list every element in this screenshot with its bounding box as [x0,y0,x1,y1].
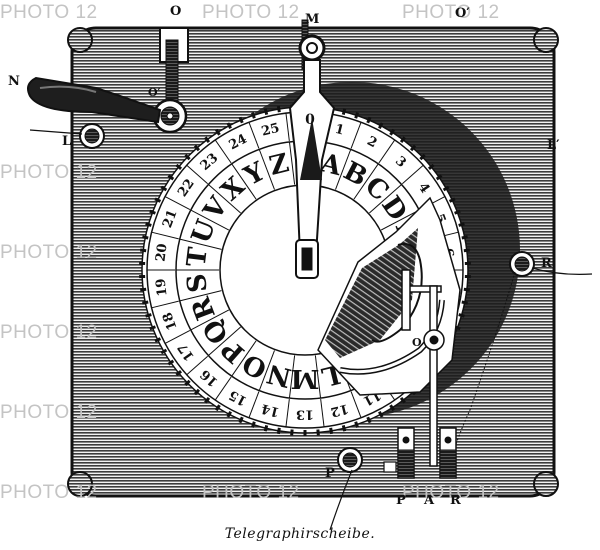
dial-number: 14 [260,400,281,419]
dial-letter: S [182,272,214,294]
dial-letter: M [291,363,320,393]
dial-number: 12 [329,400,350,419]
label-O-mid: O [412,336,422,349]
dial-number: 25 [260,121,281,140]
armature-lever [401,269,445,467]
label-R-prime: R′ [450,493,465,508]
label-O-prime-top: O′ [455,6,470,21]
label-A: A [424,493,435,508]
dial-number: 13 [296,407,314,422]
dial-number: 15 [227,387,250,409]
terminal-P [329,447,363,531]
terminal-L [29,123,105,149]
label-O-handle: O′ [148,86,161,99]
dial-number: 24 [227,132,250,154]
label-P: P [325,466,335,481]
label-L: L [62,134,72,149]
caption: Telegraphirscheibe. [224,526,376,542]
dial-number: 21 [160,208,180,230]
label-L-prime: L′ [547,138,560,153]
label-N: N [8,74,20,89]
dial-number: 19 [154,277,171,297]
crank-handle [27,76,162,124]
label-O-top: O [170,4,182,19]
handle-bracket [152,27,189,134]
dial-letter: T [182,245,214,268]
mechanism-cutaway [317,196,461,396]
pointer-zero-label: 0 [305,112,315,128]
dial-number: 18 [160,310,180,332]
pointer-hand [288,19,336,279]
contact-blocks [383,427,457,479]
dial-number: 1 [333,122,345,139]
board-corners [67,27,559,497]
label-R: R [541,256,552,271]
dial-number: 20 [154,243,171,263]
label-P-prime: P′ [396,493,410,508]
label-M: M [305,12,320,27]
